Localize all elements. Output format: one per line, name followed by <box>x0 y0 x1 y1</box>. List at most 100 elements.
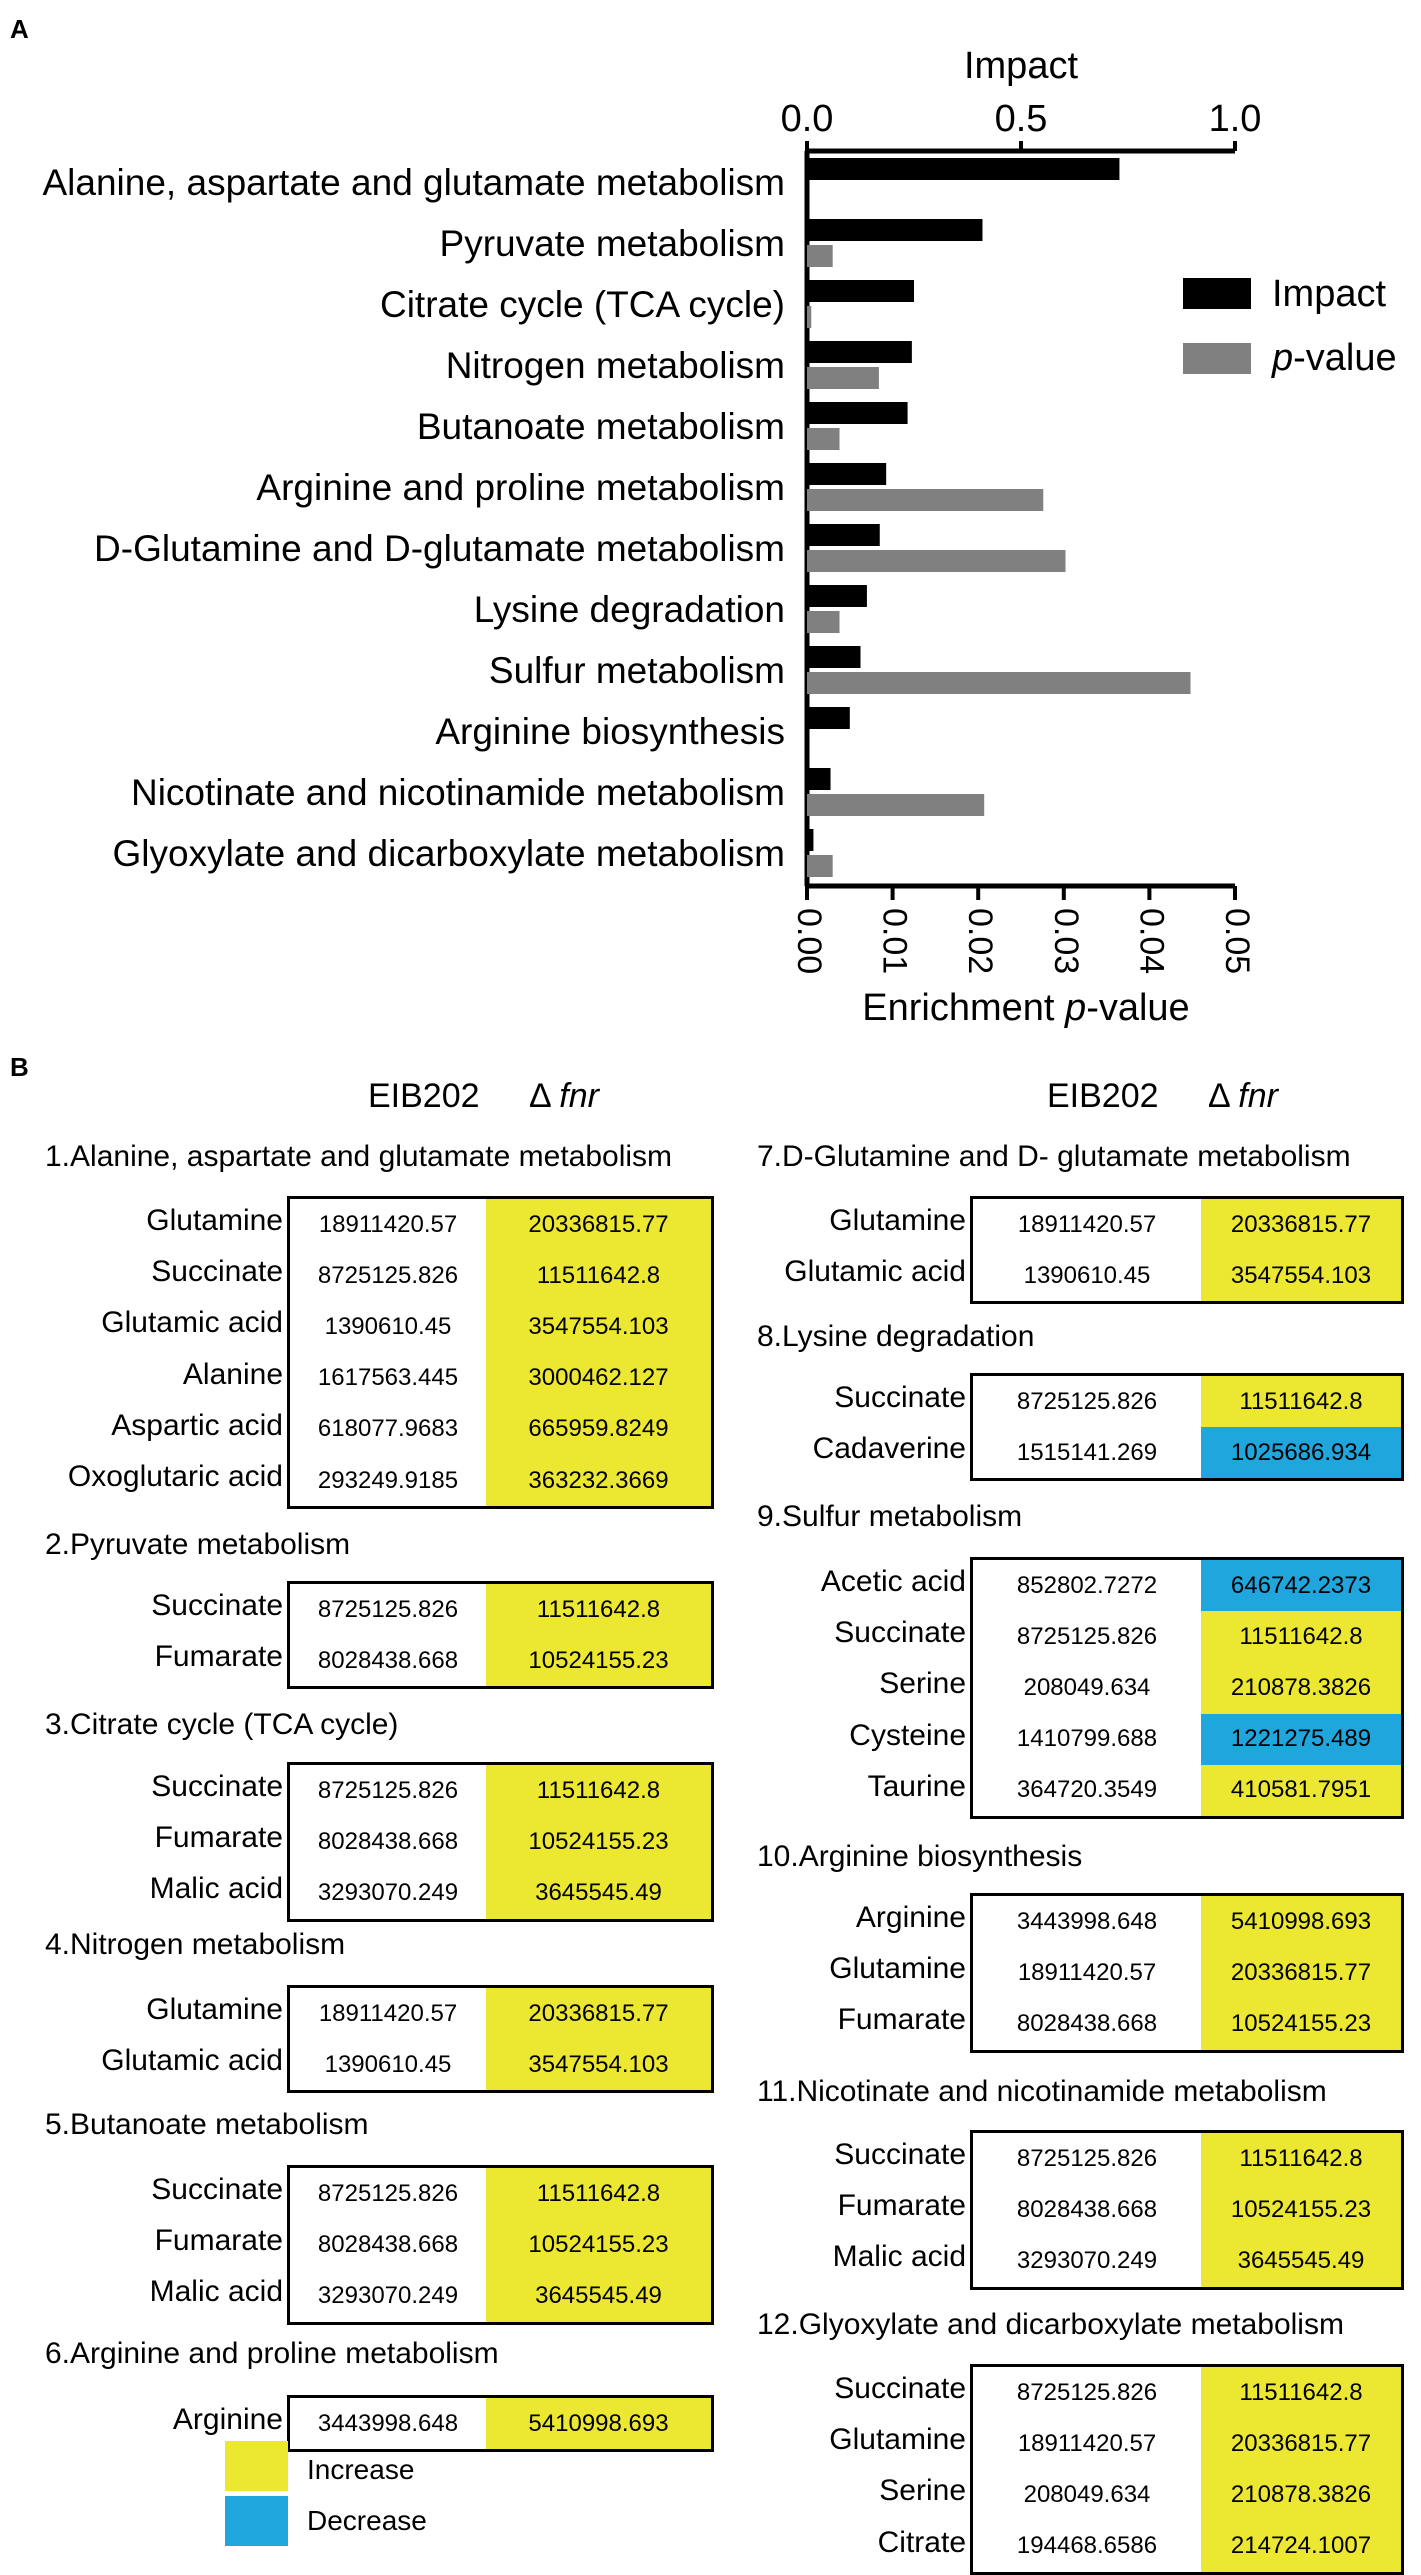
fnr-increase-cell: 10524155.23 <box>486 2219 711 2271</box>
fnr-increase-cell: 11511642.8 <box>1201 1376 1401 1428</box>
section-title: 9.Sulfur metabolism <box>757 1500 1023 1533</box>
eib202-value-cell: 3443998.648 <box>290 2398 486 2450</box>
metabolite-label: Fumarate <box>837 2189 966 2223</box>
fnr-increase-cell: 11511642.8 <box>1201 1611 1401 1663</box>
eib202-value-cell: 208049.634 <box>973 1662 1201 1714</box>
metabolite-label: Fumarate <box>154 1640 283 1674</box>
eib202-value-cell: 8725125.826 <box>973 1611 1201 1663</box>
metabolite-label: Malic acid <box>149 1872 283 1906</box>
metabolite-label: Succinate <box>834 2138 966 2171</box>
eib202-value-cell: 8725125.826 <box>973 1376 1201 1428</box>
metabolite-label: Cysteine <box>849 1718 966 1752</box>
fnr-increase-cell: 3645545.49 <box>486 2270 711 2322</box>
metabolite-label: Acetic acid <box>820 1565 966 1598</box>
eib202-value-cell: 8028438.668 <box>290 2219 486 2271</box>
category-label: Butanoate metabolism <box>417 406 785 447</box>
category-label: Pyruvate metabolism <box>440 223 785 264</box>
metabolite-label: Citrate <box>877 2525 966 2559</box>
pvalue-bar <box>807 489 1044 511</box>
eib202-value-cell: 194468.6586 <box>973 2520 1201 2572</box>
bottom-tick-label: 0.00 <box>790 908 828 974</box>
impact-bar <box>807 768 831 790</box>
metabolite-label: Malic acid <box>149 2275 283 2309</box>
eib202-value-cell: 18911420.57 <box>973 2418 1201 2470</box>
fnr-increase-cell: 20336815.77 <box>1201 2418 1401 2470</box>
eib202-value-cell: 8028438.668 <box>290 1635 486 1687</box>
eib202-value-cell: 1390610.45 <box>973 1250 1201 1302</box>
legend-increase-swatch <box>225 2441 288 2491</box>
section-title: 2.Pyruvate metabolism <box>45 1528 351 1561</box>
legend-decrease-swatch <box>225 2496 288 2546</box>
fnr-increase-cell: 3547554.103 <box>1201 1250 1401 1302</box>
metabolite-label: Arginine <box>172 2403 283 2436</box>
category-label: Glyoxylate and dicarboxylate metabolism <box>113 833 786 874</box>
legend-pvalue-label: p-value <box>1271 337 1397 379</box>
fnr-increase-cell: 210878.3826 <box>1201 2469 1401 2521</box>
fnr-decrease-cell: 1025686.934 <box>1201 1427 1401 1479</box>
metabolite-label: Cadaverine <box>812 1432 966 1466</box>
legend-impact-label: Impact <box>1272 273 1386 315</box>
pvalue-bar <box>807 855 833 877</box>
metabolite-label: Succinate <box>151 2173 283 2206</box>
panel-b-letter: B <box>10 1052 29 1082</box>
bottom-tick-label: 0.02 <box>961 908 999 974</box>
bottom-axis-title: Enrichment p-value <box>862 987 1189 1029</box>
metabolite-label: Glutamic acid <box>101 1306 283 1340</box>
category-label: Sulfur metabolism <box>489 650 785 691</box>
eib202-value-cell: 618077.9683 <box>290 1403 486 1455</box>
category-label: Nitrogen metabolism <box>446 345 785 386</box>
eib202-value-cell: 1390610.45 <box>290 2039 486 2091</box>
fnr-increase-cell: 20336815.77 <box>486 1988 711 2040</box>
pvalue-bar <box>807 794 985 816</box>
metabolite-label: Oxoglutaric acid <box>67 1460 283 1493</box>
eib202-value-cell: 1515141.269 <box>973 1427 1201 1479</box>
top-tick-label: 0.0 <box>781 98 834 140</box>
pvalue-bar <box>807 245 833 267</box>
metabolite-label: Succinate <box>151 1589 283 1622</box>
top-axis-title: Impact <box>964 45 1078 87</box>
impact-bar <box>807 280 914 302</box>
legend-decrease-label: Decrease <box>307 2505 427 2536</box>
section-title: 3.Citrate cycle (TCA cycle) <box>45 1708 399 1741</box>
eib202-value-cell: 8725125.826 <box>973 2367 1201 2419</box>
eib202-value-cell: 1617563.445 <box>290 1352 486 1404</box>
impact-bar <box>807 646 861 668</box>
metabolite-label: Arginine <box>855 1901 966 1934</box>
bottom-tick-label: 0.04 <box>1132 908 1170 974</box>
metabolite-label: Fumarate <box>837 2003 966 2037</box>
panel-a-letter: A <box>10 14 29 44</box>
legend-impact-swatch <box>1183 278 1251 309</box>
eib202-value-cell: 3443998.648 <box>973 1896 1201 1948</box>
impact-bar <box>807 707 850 729</box>
impact-bar <box>807 219 983 241</box>
metabolite-label: Glutamine <box>829 1952 966 1986</box>
impact-bar <box>807 585 867 607</box>
eib202-value-cell: 3293070.249 <box>290 1867 486 1919</box>
top-tick-label: 0.5 <box>995 98 1048 140</box>
impact-bar <box>807 463 887 485</box>
metabolite-label: Glutamine <box>829 1204 966 1237</box>
category-label: Alanine, aspartate and glutamate metabol… <box>43 162 786 203</box>
metabolite-label: Glutamine <box>829 2423 966 2457</box>
impact-bar <box>807 402 908 424</box>
eib202-value-cell: 208049.634 <box>973 2469 1201 2521</box>
fnr-increase-cell: 20336815.77 <box>1201 1199 1401 1251</box>
eib202-value-cell: 18911420.57 <box>973 1199 1201 1251</box>
eib202-value-cell: 293249.9185 <box>290 1455 486 1507</box>
impact-bar <box>807 524 880 546</box>
eib202-value-cell: 3293070.249 <box>973 2235 1201 2287</box>
pvalue-bar <box>807 306 812 328</box>
eib202-value-cell: 8725125.826 <box>290 2168 486 2220</box>
impact-bar <box>807 341 912 363</box>
impact-bar <box>807 158 1120 180</box>
